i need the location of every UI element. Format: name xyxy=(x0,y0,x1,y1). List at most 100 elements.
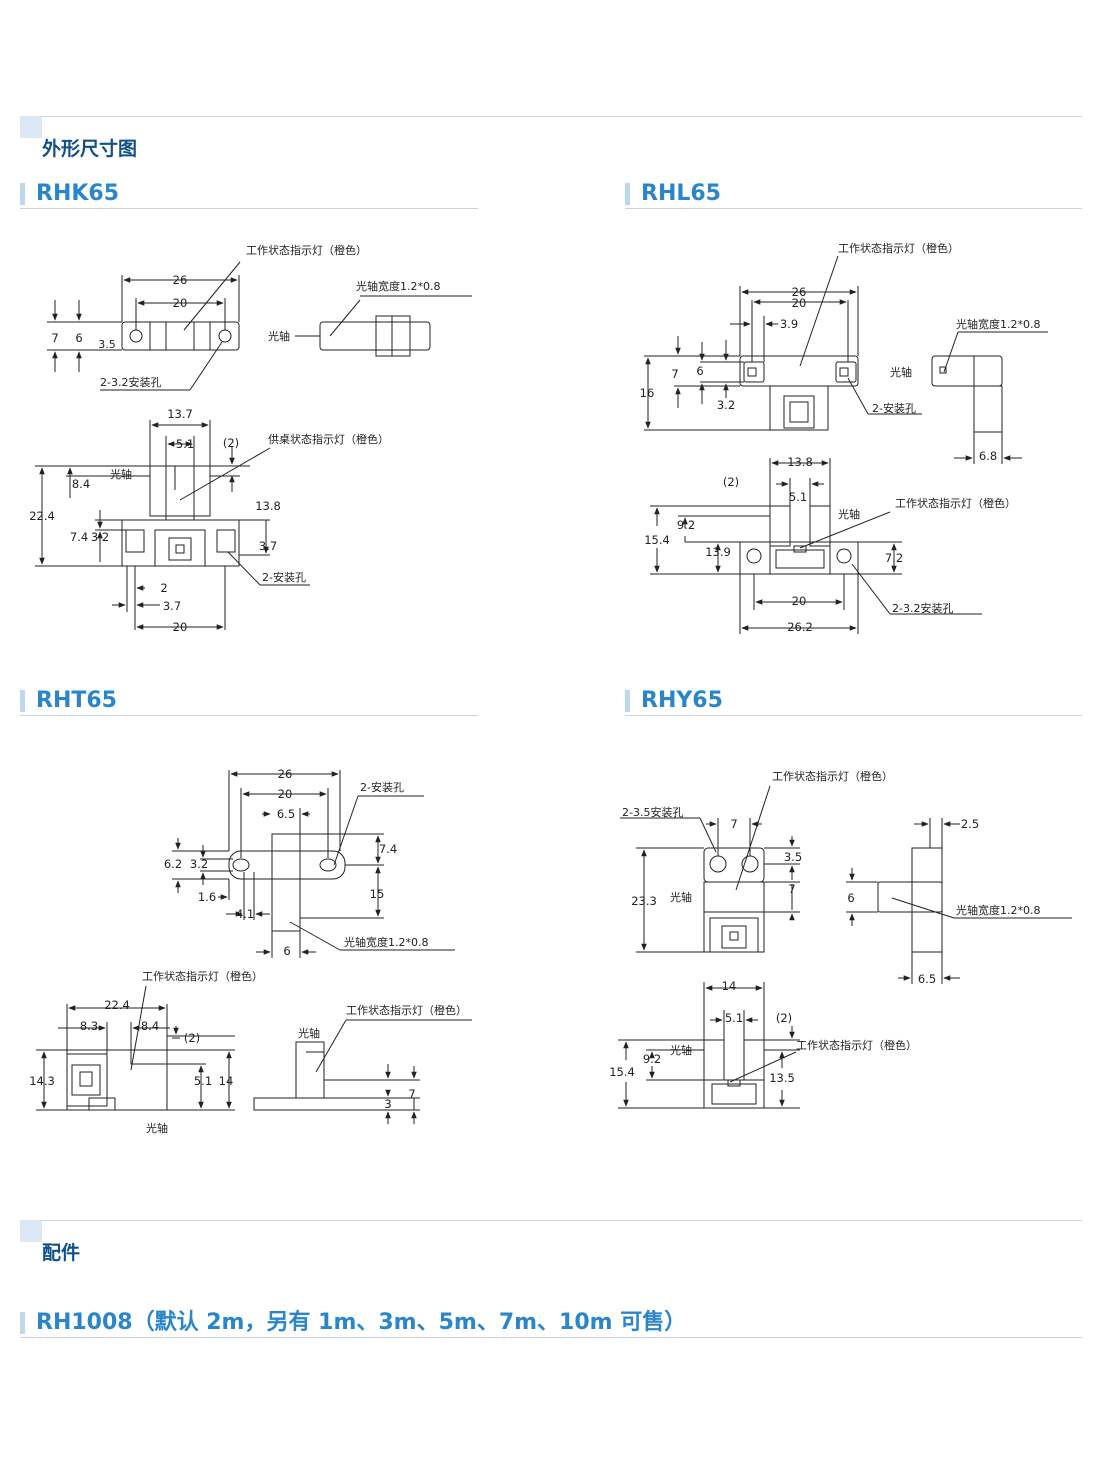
dimension-label: 8.3 xyxy=(80,1019,98,1033)
rhy-dimension-text: 7 3.5 7 23.3 2.5 6 6.5 14 5.1 (2) 9.2 15… xyxy=(609,769,1040,1085)
dimension-label: 3.2 xyxy=(91,530,109,544)
callout-label: 工作状态指示灯（橙色） xyxy=(895,496,1016,510)
callout-label: 2-3.2安装孔 xyxy=(100,375,161,389)
dimension-label: 1.6 xyxy=(198,890,216,904)
dimension-label: 26 xyxy=(173,273,188,287)
section-accent-block xyxy=(20,116,42,138)
model-accent-bar xyxy=(20,183,25,205)
callout-label: 工作状态指示灯（橙色） xyxy=(772,769,893,783)
dimension-label: 2.5 xyxy=(961,817,979,831)
section-rule xyxy=(20,1220,1082,1221)
model-header-rhy: RHY65 xyxy=(625,688,1082,716)
dimension-label: 3.9 xyxy=(780,317,798,331)
dimension-label: 4.1 xyxy=(236,907,254,921)
callout-label: 光轴 xyxy=(670,890,692,904)
model-title-rh1008: RH1008（默认 2m，另有 1m、3m、5m、7m、10m 可售） xyxy=(36,1310,687,1335)
section-accent-block xyxy=(20,1220,42,1242)
rhk-drawing xyxy=(35,261,472,630)
dimension-label: 7 xyxy=(671,367,678,381)
dimension-label: 13.5 xyxy=(769,1071,795,1085)
dimension-label: 7.4 xyxy=(379,842,397,856)
dimension-label: 6 xyxy=(847,891,854,905)
dimension-label: 3.7 xyxy=(163,599,181,613)
dimension-label: 8.4 xyxy=(141,1019,159,1033)
dimension-label: 3.7 xyxy=(259,539,277,553)
callout-label: 供桌状态指示灯（橙色） xyxy=(268,432,389,446)
dimension-label: 14.3 xyxy=(29,1074,55,1088)
dimension-label: (2) xyxy=(223,436,239,450)
callout-label: 2-3.2安装孔 xyxy=(892,601,953,615)
callout-label: 光轴 xyxy=(890,365,912,379)
callout-label: 光轴 xyxy=(268,329,290,343)
dimension-label: 22.4 xyxy=(29,509,55,523)
model-rule xyxy=(20,208,478,209)
callout-label: 工作状态指示灯（橙色） xyxy=(246,243,367,257)
dimension-label: 6 xyxy=(75,331,82,345)
dimension-label: 8.4 xyxy=(72,477,90,491)
dimension-label: 2 xyxy=(160,581,167,595)
dimension-label: 6.5 xyxy=(277,807,295,821)
model-title-rhy: RHY65 xyxy=(641,688,723,713)
model-rule xyxy=(20,1337,1082,1338)
callout-label: 工作状态指示灯（橙色） xyxy=(142,969,263,983)
dimension-label: 13.9 xyxy=(705,545,731,559)
dimension-label: 26.2 xyxy=(787,620,813,634)
callout-label: 光轴 xyxy=(670,1043,692,1057)
dimension-label: 14 xyxy=(722,979,737,993)
dimension-label: 14 xyxy=(219,1074,234,1088)
model-accent-bar xyxy=(625,183,630,205)
dimension-label: 26 xyxy=(278,767,293,781)
dimension-label: 3 xyxy=(384,1097,391,1111)
dimension-label: 3.2 xyxy=(190,857,208,871)
dimension-label: 5.1 xyxy=(725,1011,743,1025)
model-title-rht: RHT65 xyxy=(36,688,117,713)
dimension-label: 6.8 xyxy=(979,449,997,463)
callout-label: 光轴宽度1.2*0.8 xyxy=(956,317,1041,331)
model-title-rhl: RHL65 xyxy=(641,181,721,206)
model-rule xyxy=(625,715,1082,716)
model-title-rhk: RHK65 xyxy=(36,181,120,206)
dimension-label: 15 xyxy=(370,887,385,901)
rht-dimension-text: 26 20 6.5 6.2 3.2 7.4 15 1.6 4.1 6 22.4 … xyxy=(29,767,467,1135)
callout-label: 工作状态指示灯（橙色） xyxy=(838,241,959,255)
callout-label: 2-安装孔 xyxy=(872,401,916,415)
dimension-label: 20 xyxy=(792,594,807,608)
dimension-label: 5.1 xyxy=(789,490,807,504)
dimension-label: 9.2 xyxy=(677,518,695,532)
dimension-label: 7 xyxy=(730,817,737,831)
callout-label: 光轴 xyxy=(838,507,860,521)
dimension-label: 23.3 xyxy=(631,894,657,908)
model-header-rhl: RHL65 xyxy=(625,181,1082,209)
dimension-label: 13.7 xyxy=(167,407,193,421)
dimension-label: 5.1 xyxy=(176,437,194,451)
callout-label: 光轴宽度1.2*0.8 xyxy=(956,903,1041,917)
dimension-label: 22.4 xyxy=(104,998,130,1012)
model-accent-bar xyxy=(20,1312,25,1334)
section-accessories-title: 配件 xyxy=(42,1242,81,1264)
model-rule xyxy=(20,715,478,716)
callout-label: 光轴宽度1.2*0.8 xyxy=(344,935,429,949)
dimension-label: 6 xyxy=(283,944,290,958)
callout-label: 工作状态指示灯（橙色） xyxy=(796,1038,917,1052)
dimension-label: 6.5 xyxy=(918,972,936,986)
model-header-rh1008: RH1008（默认 2m，另有 1m、3m、5m、7m、10m 可售） xyxy=(20,1310,1082,1338)
callout-label: 工作状态指示灯（橙色） xyxy=(346,1003,467,1017)
dimension-label: 7 xyxy=(788,882,795,896)
section-rule xyxy=(20,116,1082,117)
dimension-label: 20 xyxy=(173,296,188,310)
section-outline-title: 外形尺寸图 xyxy=(42,138,138,160)
dimension-label: (2) xyxy=(776,1011,792,1025)
callout-label: 2-3.5安装孔 xyxy=(622,805,683,819)
dimension-label: 13.8 xyxy=(787,455,813,469)
dimension-label: 15.4 xyxy=(644,533,670,547)
dimension-label: 20 xyxy=(173,620,188,634)
rhl-dimension-text: 26 20 3.9 16 7 6 3.2 6.8 13.8 (2) 5.1 9.… xyxy=(640,241,1041,634)
callout-label: 光轴 xyxy=(298,1026,320,1040)
dimension-label: 15.4 xyxy=(609,1065,635,1079)
model-header-rht: RHT65 xyxy=(20,688,478,716)
dimension-label: 3.5 xyxy=(784,850,802,864)
model-accent-bar xyxy=(20,690,25,712)
dimension-label: 26 xyxy=(792,285,807,299)
model-rule xyxy=(625,208,1082,209)
model-header-rhk: RHK65 xyxy=(20,181,478,209)
